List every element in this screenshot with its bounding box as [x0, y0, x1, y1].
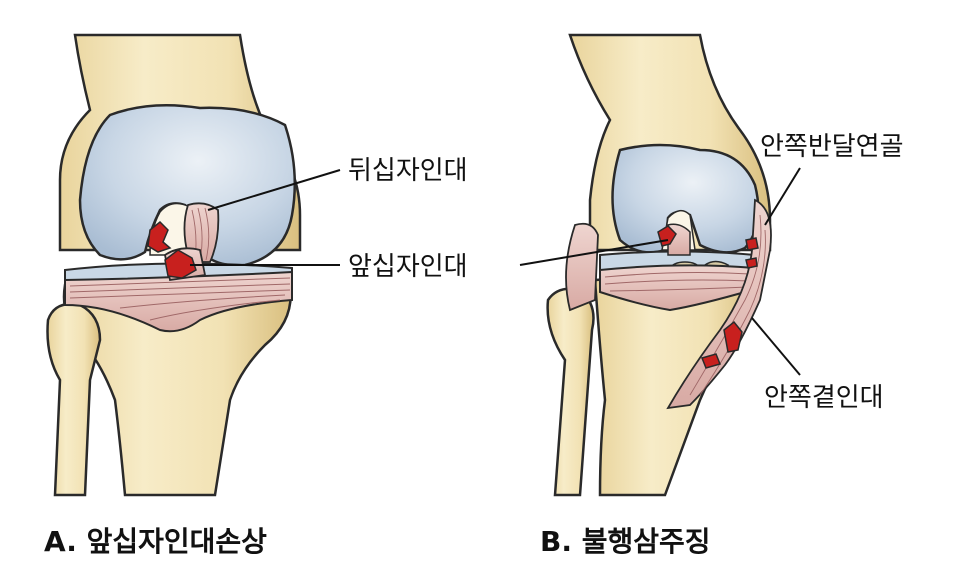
label-anterior-cruciate: 앞십자인대: [348, 252, 468, 282]
injury-mark-a2: [164, 249, 197, 279]
leader-line-meniscus: [764, 167, 801, 226]
leader-line-pcl: [207, 169, 341, 211]
caption-panel-a: A. 앞십자인대손상: [44, 525, 267, 558]
injury-mark-b3: [745, 257, 758, 269]
leader-line-mcl: [751, 317, 801, 376]
injury-mark-b5: [700, 353, 722, 369]
caption-panel-b: B. 불행삼주징: [540, 525, 711, 558]
label-medial-meniscus: 안쪽반달연골: [760, 132, 904, 162]
label-posterior-cruciate: 뒤십자인대: [348, 156, 468, 186]
capsule-ligament-b: [599, 264, 757, 312]
label-medial-collateral: 안쪽곁인대: [764, 383, 884, 413]
injury-mark-a1: [147, 220, 172, 253]
fibula-a: [46, 302, 102, 497]
leader-line-acl-b: [519, 239, 669, 266]
posterior-cruciate-ligament-a: [183, 202, 220, 263]
fibula-b: [546, 287, 595, 497]
injury-mark-b4: [723, 320, 743, 353]
lateral-ligament-b: [565, 222, 599, 312]
injury-mark-b2: [745, 237, 759, 251]
